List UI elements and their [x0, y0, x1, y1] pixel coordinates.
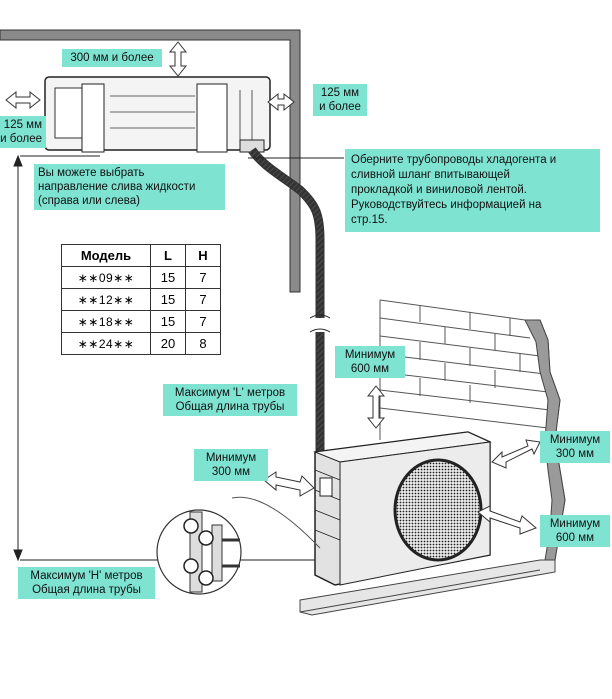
left-clearance-arrow: [5, 90, 41, 110]
top-clearance-label: 300 мм и более: [62, 49, 162, 67]
outdoor-left-line-2: 300 мм: [211, 466, 251, 478]
outdoor-back-line-1: Минимум: [549, 434, 601, 446]
outdoor-back-arrow: [491, 439, 541, 469]
l-cell: 15: [150, 310, 186, 333]
room-wall: [0, 29, 301, 293]
h-dimension-line: [13, 154, 320, 562]
model-cell: ∗∗18∗∗: [61, 310, 151, 333]
header-l: L: [150, 244, 186, 267]
valve-detail-circle: [156, 496, 321, 595]
max-h-line-2: Общая длина трубы: [32, 584, 141, 596]
model-cell: ∗∗12∗∗: [61, 288, 151, 311]
outdoor-unit: [313, 431, 492, 586]
refrigerant-pipe: [248, 147, 331, 560]
h-cell: 7: [185, 310, 221, 333]
outdoor-left-label: Минимум 300 мм: [194, 449, 268, 481]
wrap-pipes-note: Оберните трубопроводы хладогента и сливн…: [345, 149, 600, 232]
outdoor-front-line-2: 600 мм: [555, 532, 595, 544]
right-clearance-line-1: 125 мм: [320, 87, 360, 99]
ground-platform: [299, 559, 556, 616]
outdoor-back-line-2: 300 мм: [555, 448, 595, 460]
max-h-line-1: Максимум 'H' метров: [30, 570, 143, 582]
outdoor-back-label: Минимум 300 мм: [540, 431, 610, 463]
drain-direction-line-3: (справа или слева): [38, 195, 140, 207]
drain-direction-line-2: направление слива жидкости: [38, 181, 196, 193]
table-row: ∗∗18∗∗ 15 7: [61, 310, 221, 333]
wrap-pipes-line-5: стр.15.: [351, 214, 388, 226]
l-cell: 15: [150, 288, 186, 311]
h-cell: 7: [185, 288, 221, 311]
model-table: Модель L H ∗∗09∗∗ 15 7 ∗∗12∗∗ 15 7 ∗∗18∗…: [61, 244, 221, 355]
max-l-label: Максимум 'L' метров Общая длина трубы: [163, 384, 297, 416]
outdoor-top-arrow: [366, 385, 386, 429]
drain-direction-line-1: Вы можете выбрать: [38, 167, 145, 179]
header-model: Модель: [61, 244, 151, 267]
wrap-pipes-line-3: прокладкой и виниловой лентой.: [351, 184, 527, 196]
model-cell: ∗∗09∗∗: [61, 266, 151, 289]
max-l-line-2: Общая длина трубы: [175, 401, 285, 413]
h-cell: 7: [185, 266, 221, 289]
wrap-pipes-line-1: Оберните трубопроводы хладогента и: [351, 154, 557, 166]
l-cell: 15: [150, 266, 186, 289]
right-clearance-line-2: и более: [319, 101, 361, 113]
left-clearance-label: 125 мм и более: [0, 116, 46, 148]
outdoor-front-arrow: [477, 505, 537, 535]
max-l-line-1: Максимум 'L' метров: [174, 387, 286, 399]
outdoor-top-label: Минимум 600 мм: [335, 346, 405, 378]
header-h: H: [185, 244, 221, 267]
outdoor-front-line-1: Минимум: [549, 518, 601, 530]
outdoor-left-arrow: [263, 471, 315, 497]
left-clearance-line-2: и более: [0, 133, 42, 145]
top-clearance-arrow: [168, 41, 188, 77]
table-row: ∗∗24∗∗ 20 8: [61, 332, 221, 355]
outdoor-front-label: Минимум 600 мм: [540, 515, 610, 547]
wrap-pipes-line-2: сливной шланг впитывающей: [351, 169, 510, 181]
outdoor-top-line-2: 600 мм: [350, 363, 390, 375]
indoor-unit: [44, 76, 271, 153]
l-cell: 20: [150, 332, 186, 355]
right-clearance-arrow: [267, 92, 295, 112]
outdoor-top-line-1: Минимум: [344, 349, 396, 361]
model-cell: ∗∗24∗∗: [61, 332, 151, 355]
table-row: ∗∗09∗∗ 15 7: [61, 266, 221, 289]
table-row: ∗∗12∗∗ 15 7: [61, 288, 221, 311]
outdoor-left-line-1: Минимум: [205, 452, 257, 464]
model-table-header: Модель L H: [61, 244, 221, 267]
wrap-pipes-line-4: Руководствуйтесь информацией на: [351, 199, 542, 211]
left-clearance-line-1: 125 мм: [3, 119, 42, 131]
h-cell: 8: [185, 332, 221, 355]
drain-direction-label: Вы можете выбрать направление слива жидк…: [34, 164, 225, 210]
max-h-label: Максимум 'H' метров Общая длина трубы: [18, 567, 155, 599]
right-clearance-label: 125 мм и более: [313, 84, 367, 116]
